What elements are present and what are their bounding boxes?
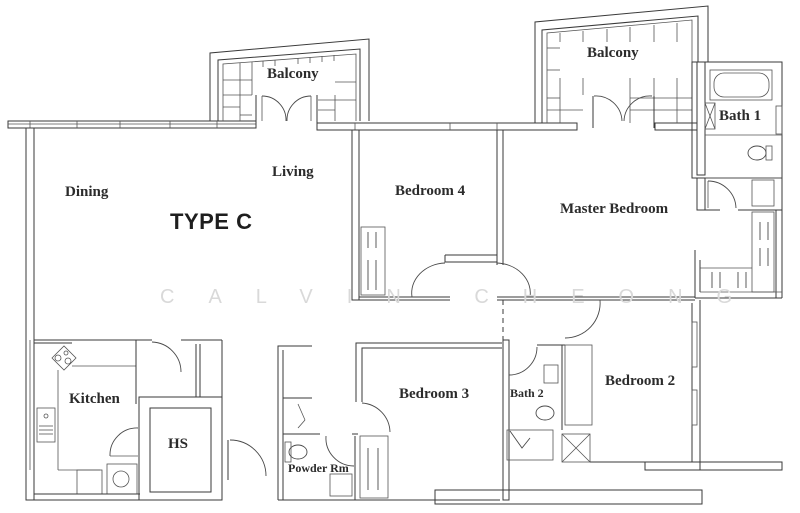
- left-balcony-outline: [209, 38, 370, 128]
- room-label-kitchen: Kitchen: [69, 391, 120, 407]
- kitchen-walls: [34, 339, 223, 501]
- bedroom3-walls: [355, 342, 703, 505]
- powder-room-walls: [277, 345, 500, 501]
- bedroom4-walls: [351, 129, 695, 301]
- room-label-living: Living: [272, 164, 314, 180]
- bedroom2-walls: [691, 300, 701, 470]
- room-label-bedroom3: Bedroom 3: [399, 386, 470, 402]
- room-label-balcony-right: Balcony: [587, 45, 639, 61]
- room-label-bedroom2: Bedroom 2: [605, 373, 676, 389]
- bath2-walls: [502, 299, 783, 501]
- room-label-bath1: Bath 1: [719, 108, 762, 124]
- left-exterior-wall: [25, 127, 35, 501]
- right-balcony-outline: [534, 5, 709, 128]
- master-bedroom-walls: [496, 130, 783, 299]
- room-label-master-bedroom: Master Bedroom: [560, 201, 669, 217]
- room-label-powder-rm: Powder Rm: [288, 461, 349, 475]
- room-label-bedroom4: Bedroom 4: [395, 183, 466, 199]
- top-exterior-wall: [7, 120, 698, 131]
- room-label-dining: Dining: [65, 184, 109, 200]
- plan-title: TYPE C: [170, 209, 253, 234]
- room-label-balcony-left: Balcony: [267, 66, 319, 82]
- bath1-outline: [691, 61, 783, 211]
- room-label-hs: HS: [168, 436, 189, 452]
- watermark-text: CALVIN CHEONG: [160, 286, 767, 308]
- room-label-bath2: Bath 2: [510, 386, 544, 400]
- entry-door: [227, 439, 267, 480]
